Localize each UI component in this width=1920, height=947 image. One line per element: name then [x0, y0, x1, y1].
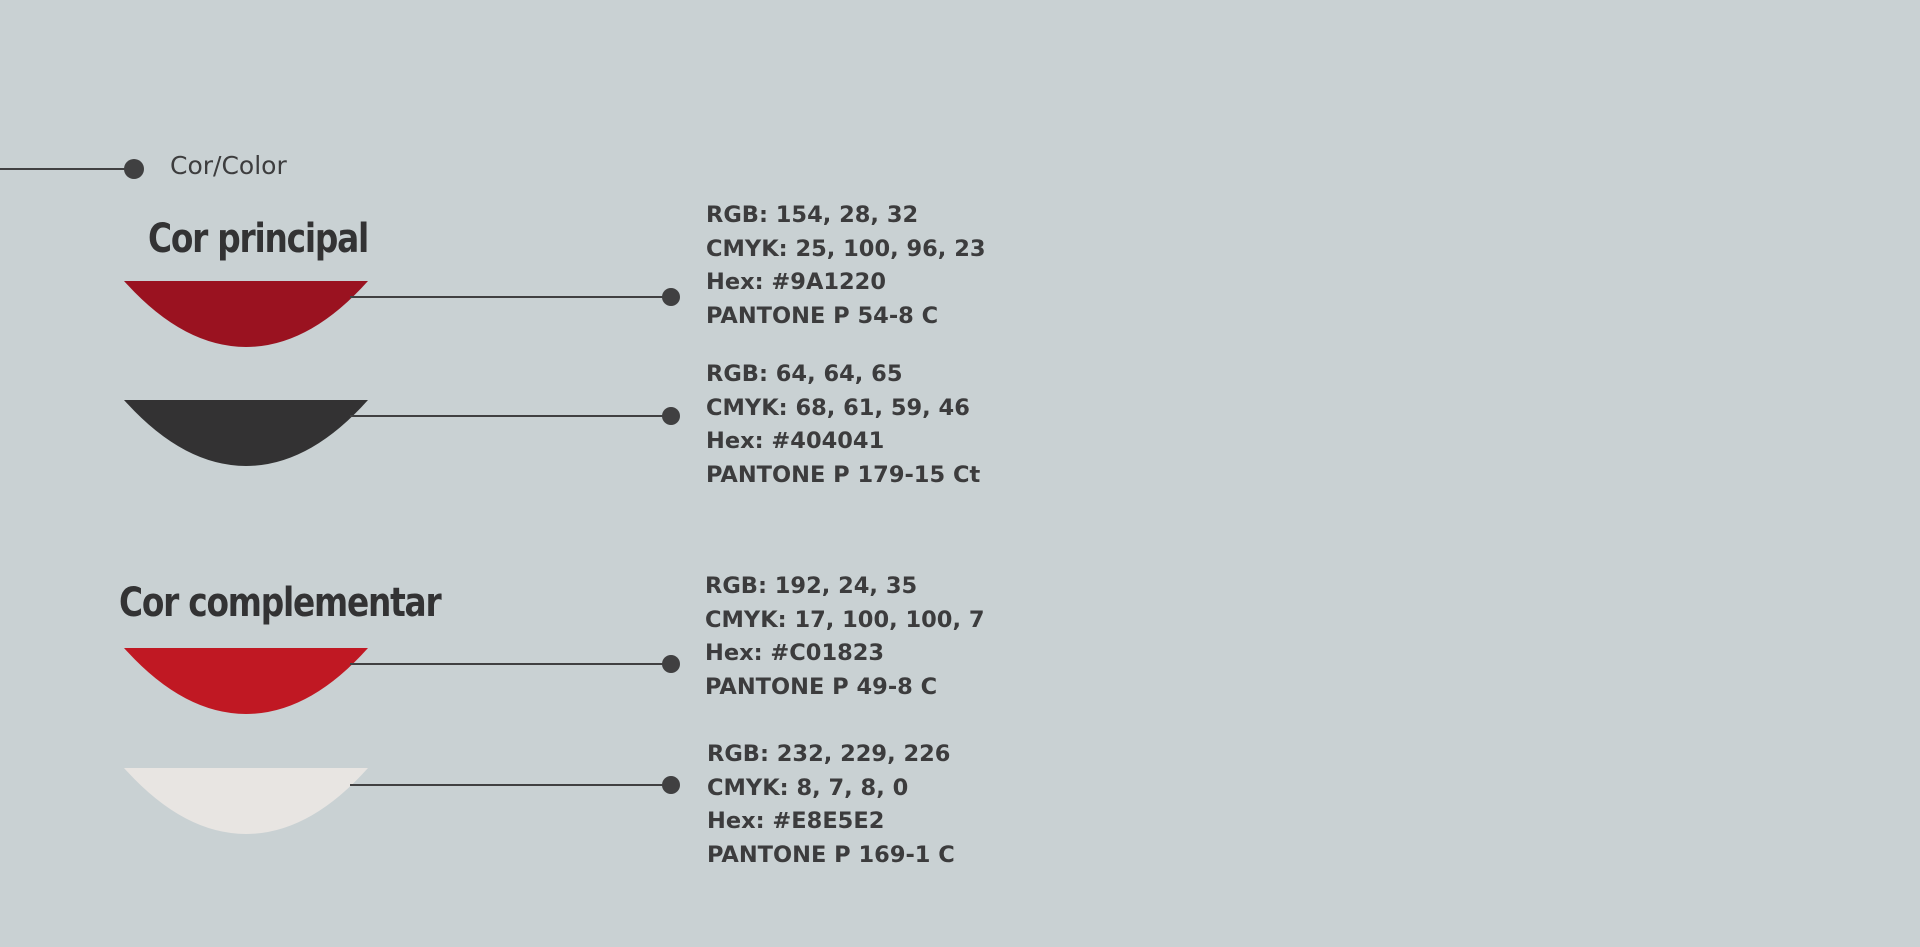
group-title-complementary: Cor complementar — [119, 580, 442, 626]
rgb-value: RGB: 64, 64, 65 — [706, 361, 903, 387]
cmyk-value: CMYK: 8, 7, 8, 0 — [707, 774, 909, 801]
rgb-value: RGB: 192, 24, 35 — [705, 573, 918, 599]
color-spec-complementary-red: RGB: 192, 24, 35 CMYK: 17, 100, 100, 7 H… — [705, 570, 985, 704]
pantone-value: PANTONE P 49-8 C — [705, 673, 938, 700]
color-spec-primary-dark: RGB: 64, 64, 65 CMYK: 68, 61, 59, 46 Hex… — [706, 358, 980, 492]
section-label: Cor/Color — [170, 151, 287, 180]
connector-dot — [662, 776, 680, 794]
group-title-primary: Cor principal — [148, 216, 369, 262]
section-line — [0, 168, 128, 170]
connector-dot — [662, 407, 680, 425]
rgb-value: RGB: 154, 28, 32 — [706, 202, 919, 228]
color-swatch-complementary-light — [124, 768, 368, 834]
color-spec-complementary-light: RGB: 232, 229, 226 CMYK: 8, 7, 8, 0 Hex:… — [707, 738, 955, 872]
pantone-value: PANTONE P 179-15 Ct — [706, 461, 981, 488]
section-dot — [124, 159, 144, 179]
color-spec-primary-red: RGB: 154, 28, 32 CMYK: 25, 100, 96, 23 H… — [706, 199, 986, 333]
connector-dot — [662, 655, 680, 673]
connector-dot — [662, 288, 680, 306]
hex-value: Hex: #9A1220 — [706, 269, 886, 295]
hex-value: Hex: #404041 — [706, 428, 885, 454]
rgb-value: RGB: 232, 229, 226 — [707, 741, 951, 767]
cmyk-value: CMYK: 25, 100, 96, 23 — [706, 235, 986, 262]
cmyk-value: CMYK: 17, 100, 100, 7 — [705, 606, 985, 633]
pantone-value: PANTONE P 54-8 C — [706, 302, 939, 329]
connector-line — [350, 415, 672, 417]
cmyk-value: CMYK: 68, 61, 59, 46 — [706, 394, 970, 421]
hex-value: Hex: #E8E5E2 — [707, 808, 885, 834]
color-swatch-primary-dark — [124, 400, 368, 466]
color-swatch-primary-red — [124, 281, 368, 347]
pantone-value: PANTONE P 169-1 C — [707, 841, 955, 868]
connector-line — [350, 784, 672, 786]
connector-line — [350, 663, 672, 665]
connector-line — [350, 296, 672, 298]
color-swatch-complementary-red — [124, 648, 368, 714]
hex-value: Hex: #C01823 — [705, 640, 885, 666]
